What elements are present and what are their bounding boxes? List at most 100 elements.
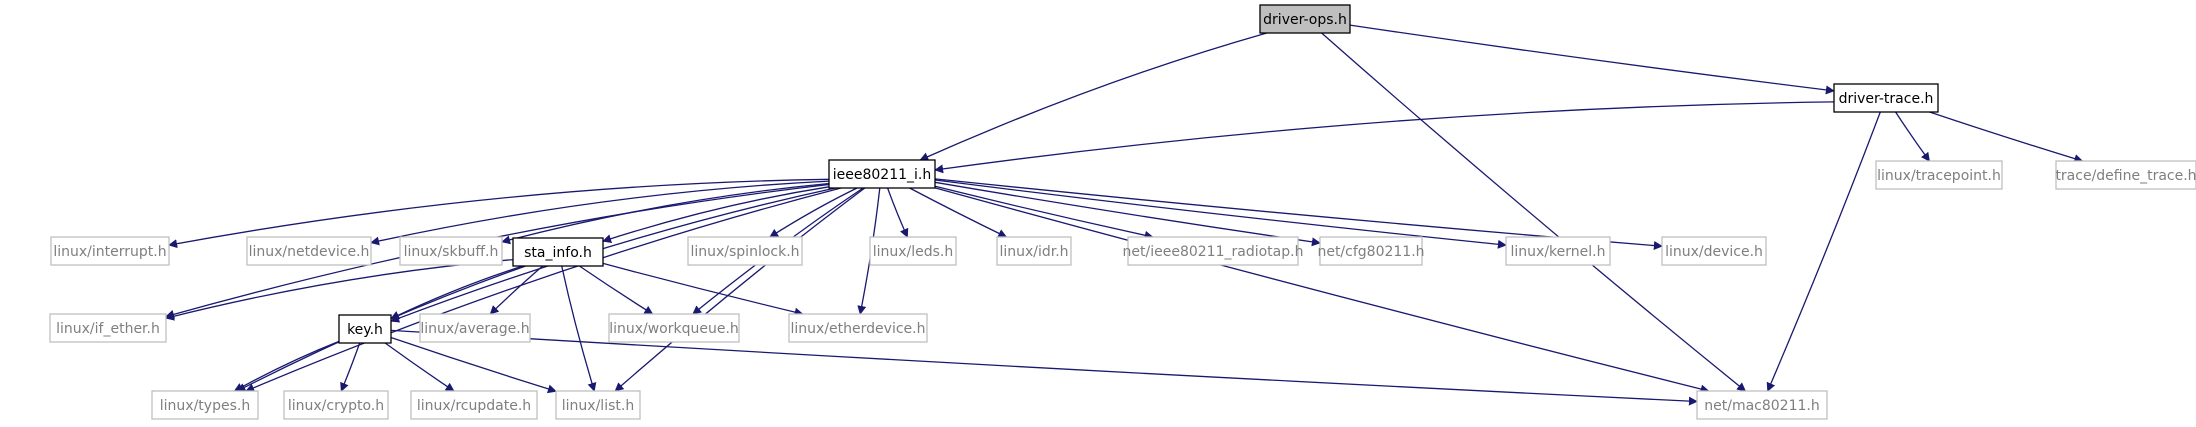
node-leds-box	[869, 236, 957, 266]
node-define-trace-label: trace/define_trace.h	[2055, 168, 2196, 184]
edge-ieee80211-i-to-cfg80211	[934, 181, 1321, 247]
nodes-layer: driver-ops.h driver-trace.h ieee80211_i.hs…	[49, 4, 2196, 420]
node-kernel: linux/kernel.h	[1505, 236, 1611, 266]
node-sta-info[interactable]: sta_info.h	[512, 237, 604, 267]
node-driver-trace-label: driver-trace.h	[1839, 91, 1934, 107]
edge-sta-info-to-etherdevice	[602, 262, 804, 317]
node-types-box	[151, 390, 259, 420]
edge-key-to-list	[390, 336, 557, 394]
edge-ieee80211-i-to-skbuff	[501, 182, 830, 245]
edge-key-to-crypto	[340, 342, 361, 392]
edge-ieee80211-i-to-list	[614, 187, 866, 392]
node-etherdevice: linux/etherdevice.h	[788, 313, 928, 343]
edge-ieee80211-i-to-idr	[909, 187, 1008, 238]
node-rcupdate-box	[410, 390, 538, 420]
node-leds: linux/leds.h	[869, 236, 957, 266]
edge-ieee80211-i-to-radiotap	[934, 185, 1154, 240]
node-cfg80211-box	[1319, 236, 1423, 266]
node-kernel-box	[1505, 236, 1611, 266]
edge-sta-info-to-average	[489, 265, 544, 315]
node-skbuff-box	[399, 236, 503, 266]
node-spinlock: linux/spinlock.h	[687, 236, 803, 266]
node-sta-info-label: sta_info.h	[524, 245, 592, 261]
edge-ieee80211-i-to-sta-info	[602, 186, 830, 244]
node-workqueue: linux/workqueue.h	[608, 313, 740, 343]
edge-ieee80211-i-to-kernel	[934, 179, 1507, 249]
node-cfg80211-label: net/cfg80211.h	[1317, 244, 1424, 260]
node-etherdevice-label: linux/etherdevice.h	[791, 321, 926, 337]
node-ieee80211-i[interactable]: ieee80211_i.h	[828, 159, 936, 189]
edge-ieee80211-i-to-mac80211	[934, 187, 1710, 394]
node-radiotap: net/ieee80211_radiotap.h	[1123, 236, 1304, 266]
node-tracepoint-label: linux/tracepoint.h	[1877, 168, 2001, 184]
node-mac80211-label: net/mac80211.h	[1704, 398, 1819, 414]
node-spinlock-box	[687, 236, 803, 266]
node-list-box	[555, 390, 641, 420]
node-sta-info-box	[512, 237, 604, 267]
node-interrupt-label: linux/interrupt.h	[53, 244, 166, 260]
node-mac80211-box	[1696, 390, 1828, 420]
edge-driver-trace-to-mac80211	[1766, 111, 1881, 392]
edge-ieee80211-i-to-spinlock	[769, 187, 858, 238]
node-tracepoint: linux/tracepoint.h	[1875, 160, 2003, 190]
edge-ieee80211-i-to-interrupt	[168, 178, 830, 249]
edge-ieee80211-i-to-netdevice	[370, 180, 830, 246]
edge-driver-trace-to-tracepoint	[1895, 111, 1930, 162]
node-driver-trace-box	[1833, 83, 1939, 113]
node-idr: linux/idr.h	[996, 236, 1072, 266]
node-ieee80211-i-box	[828, 159, 936, 189]
node-types-label: linux/types.h	[160, 398, 250, 414]
edge-sta-info-to-list	[561, 265, 597, 392]
node-if-ether-box	[49, 313, 167, 343]
edge-driver-ops-to-driver-trace	[1349, 24, 1835, 95]
node-cfg80211: net/cfg80211.h	[1317, 236, 1425, 266]
node-etherdevice-box	[788, 313, 928, 343]
node-types: linux/types.h	[151, 390, 259, 420]
node-if-ether: linux/if_ether.h	[49, 313, 167, 343]
node-list-label: linux/list.h	[562, 398, 634, 414]
node-driver-trace[interactable]: driver-trace.h	[1833, 83, 1939, 113]
node-key-box	[338, 314, 392, 344]
node-interrupt: linux/interrupt.h	[50, 236, 170, 266]
node-ieee80211-i-label: ieee80211_i.h	[833, 167, 931, 183]
node-interrupt-box	[50, 236, 170, 266]
node-driver-ops[interactable]: driver-ops.h	[1259, 4, 1351, 34]
edge-key-to-mac80211	[390, 329, 1698, 406]
node-key[interactable]: key.h	[338, 314, 392, 344]
edge-driver-ops-to-ieee80211-i	[919, 32, 1267, 161]
edge-ieee80211-i-to-types	[245, 187, 842, 393]
node-idr-label: linux/idr.h	[999, 244, 1068, 260]
node-average-label: linux/average.h	[420, 321, 529, 337]
node-define-trace: trace/define_trace.h	[2055, 160, 2196, 190]
edges-layer	[165, 24, 2084, 406]
edge-ieee80211-i-to-key	[390, 187, 836, 323]
node-idr-box	[996, 236, 1072, 266]
edge-sta-info-to-workqueue	[579, 265, 654, 315]
node-rcupdate-label: linux/rcupdate.h	[417, 398, 531, 414]
node-define-trace-box	[2055, 160, 2196, 190]
edge-driver-trace-to-ieee80211-i	[934, 101, 1835, 174]
node-tracepoint-box	[1875, 160, 2003, 190]
edge-driver-trace-to-define-trace	[1929, 111, 2084, 163]
node-skbuff: linux/skbuff.h	[399, 236, 503, 266]
edge-key-to-rcupdate	[384, 342, 455, 392]
node-netdevice-box	[246, 236, 372, 266]
node-radiotap-box	[1127, 236, 1299, 266]
node-leds-label: linux/leds.h	[873, 244, 954, 260]
node-device: linux/device.h	[1661, 236, 1767, 266]
node-key-label: key.h	[347, 322, 383, 338]
node-average: linux/average.h	[419, 313, 531, 343]
node-crypto-label: linux/crypto.h	[288, 398, 384, 414]
edge-driver-ops-to-mac80211	[1321, 32, 1747, 392]
node-device-label: linux/device.h	[1665, 244, 1763, 260]
edge-sta-info-to-if-ether	[165, 258, 514, 321]
node-driver-ops-label: driver-ops.h	[1263, 12, 1347, 28]
node-radiotap-label: net/ieee80211_radiotap.h	[1123, 244, 1304, 260]
node-workqueue-label: linux/workqueue.h	[609, 321, 739, 337]
node-driver-ops-box	[1259, 4, 1351, 34]
edge-ieee80211-i-to-leds	[886, 187, 909, 238]
node-rcupdate: linux/rcupdate.h	[410, 390, 538, 420]
node-netdevice-label: linux/netdevice.h	[249, 244, 370, 260]
node-device-box	[1661, 236, 1767, 266]
node-crypto-box	[283, 390, 389, 420]
